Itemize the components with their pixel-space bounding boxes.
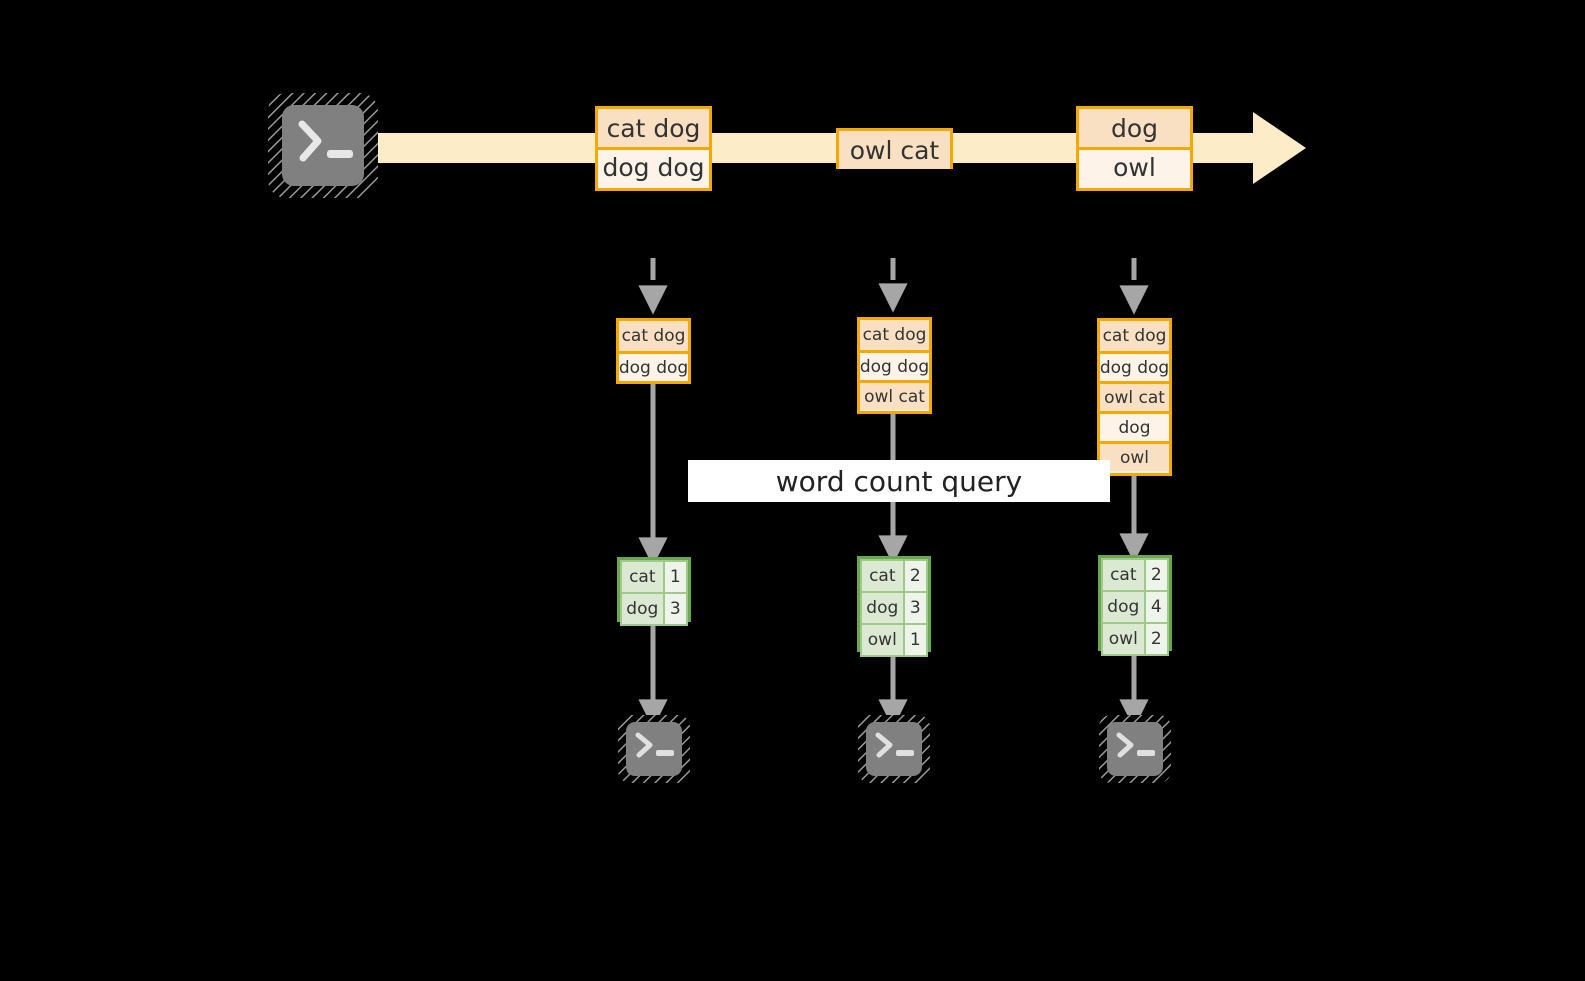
result-2-val-1: 2: [902, 559, 929, 593]
table-row: owl 1: [860, 623, 929, 657]
result-3-key-3: owl: [1101, 622, 1146, 656]
table-row: cat 2: [860, 559, 929, 593]
snapshot-3-line-3: owl cat: [1100, 381, 1169, 411]
result-1-key-2: dog: [620, 592, 665, 626]
stream-event-1-line-1: cat dog: [598, 109, 709, 147]
result-1-val-1: 1: [662, 560, 689, 594]
stream-event-2-line-1: owl cat: [839, 131, 950, 169]
result-2-val-3: 1: [902, 623, 929, 657]
source-terminal-icon: [268, 93, 378, 198]
snapshot-3-line-5: owl: [1100, 441, 1169, 471]
result-2-key-1: cat: [860, 559, 905, 593]
snapshot-1-accumulated: cat dog dog dog: [616, 318, 691, 384]
snapshot-1-line-2: dog dog: [619, 351, 688, 381]
snapshot-2-line-2: dog dog: [860, 350, 929, 380]
result-2-key-3: owl: [860, 623, 905, 657]
query-label-text: word count query: [775, 464, 1023, 498]
snapshot-3-accumulated: cat dog dog dog owl cat dog owl: [1097, 318, 1172, 476]
result-3-val-1: 2: [1143, 558, 1170, 592]
snapshot-3-line-4: dog: [1100, 411, 1169, 441]
table-row: owl 2: [1101, 622, 1170, 656]
snapshot-3-line-2: dog dog: [1100, 351, 1169, 381]
result-1-key-1: cat: [620, 560, 665, 594]
snapshot-3-line-1: cat dog: [1100, 321, 1169, 351]
result-3-val-2: 4: [1143, 590, 1170, 624]
snapshot-2-line-3: owl cat: [860, 380, 929, 410]
result-2-key-2: dog: [860, 591, 905, 625]
snapshot-tap-arrows: [638, 258, 1149, 315]
result-3-key-2: dog: [1101, 590, 1146, 624]
table-row: cat 2: [1101, 558, 1170, 592]
result-3-key-1: cat: [1101, 558, 1146, 592]
snapshot-2-line-1: cat dog: [860, 320, 929, 350]
result-table-1: cat 1 dog 3: [617, 557, 691, 626]
sink-terminal-icon-1: [618, 715, 690, 783]
snapshot-2-accumulated: cat dog dog dog owl cat: [857, 317, 932, 414]
stream-event-2: owl cat: [836, 128, 953, 169]
table-row: dog 3: [620, 592, 689, 626]
stream-event-3-line-1: dog: [1079, 109, 1190, 147]
table-row: dog 3: [860, 591, 929, 625]
snapshot-1-line-1: cat dog: [619, 321, 688, 351]
stream-event-3-line-2: owl: [1079, 147, 1190, 185]
table-row: cat 1: [620, 560, 689, 594]
result-2-val-2: 3: [902, 591, 929, 625]
stream-event-3: dog owl: [1076, 106, 1193, 191]
result-1-val-2: 3: [662, 592, 689, 626]
result-table-3: cat 2 dog 4 owl 2: [1098, 555, 1172, 656]
stream-event-1: cat dog dog dog: [595, 106, 712, 191]
query-label: word count query: [688, 460, 1110, 502]
table-row: dog 4: [1101, 590, 1170, 624]
stream-event-1-line-2: dog dog: [598, 147, 709, 185]
result-3-val-3: 2: [1143, 622, 1170, 656]
result-table-2: cat 2 dog 3 owl 1: [857, 556, 931, 657]
sink-terminal-icon-2: [858, 715, 930, 783]
sink-terminal-icon-3: [1099, 715, 1171, 783]
